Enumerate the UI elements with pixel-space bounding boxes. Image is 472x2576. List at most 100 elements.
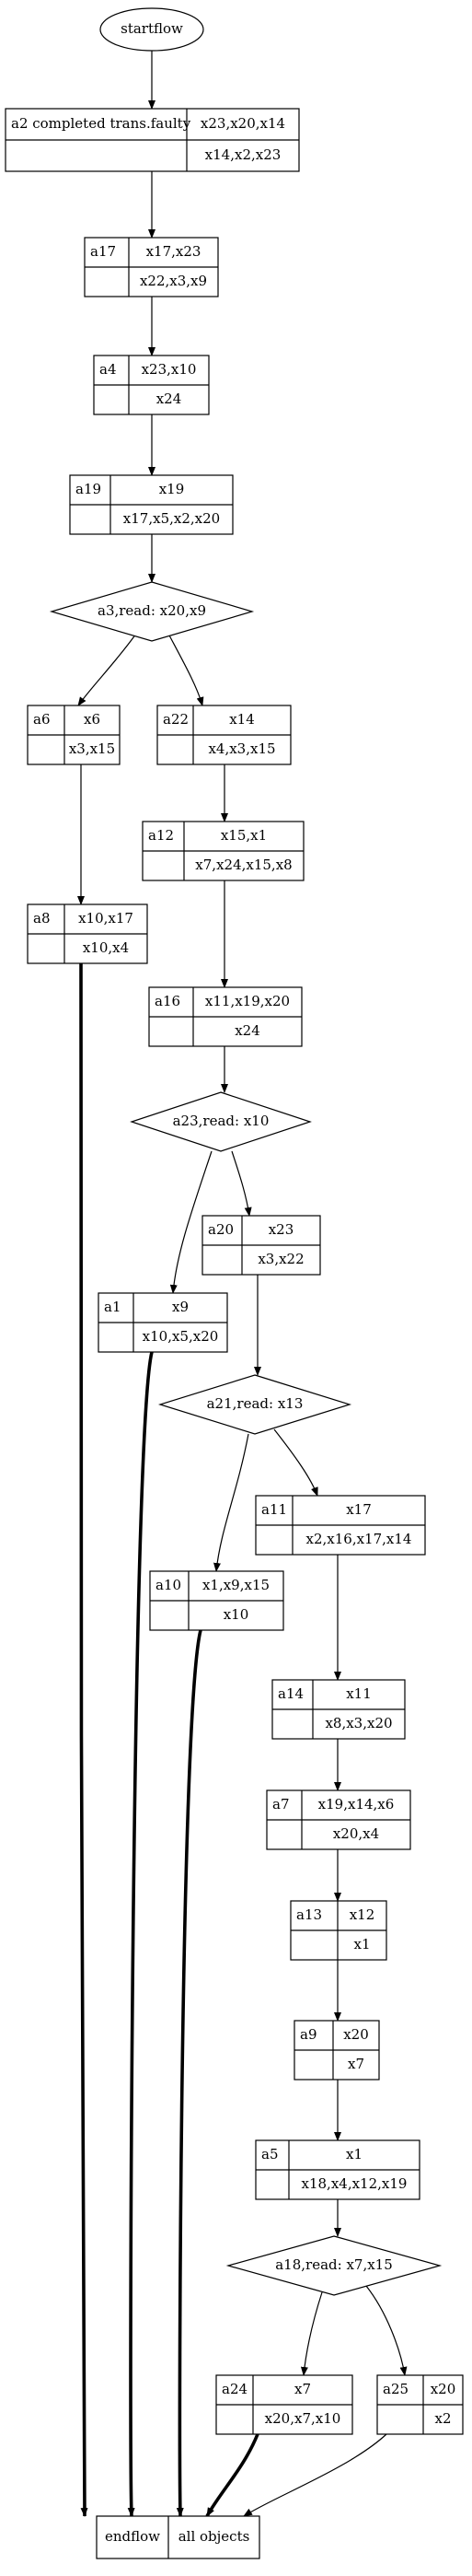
node-written-vars: x19 [159, 481, 185, 497]
decision-label: a18,read: x7,x15 [275, 2256, 393, 2273]
decision-diamond [157, 1374, 352, 1435]
node-read-vars: x20,x7,x10 [265, 2410, 341, 2427]
start-ellipse [99, 7, 204, 52]
node-read-vars: x24 [156, 390, 182, 407]
edge-d18-a24 [300, 2291, 323, 2376]
node-name: a22 [163, 711, 189, 728]
decision-d3: a3,read: x20,x9 [49, 581, 255, 642]
node-name: a13 [296, 1906, 322, 1923]
node-read-vars: x3,x22 [258, 1251, 304, 1267]
node-read-vars: x2 [434, 2410, 451, 2427]
node-written-vars: x12 [350, 1906, 375, 1923]
node-a5: a5 x1 x18,x4,x12,x19 [255, 2139, 420, 2200]
decision-label: a23,read: x10 [173, 1113, 270, 1129]
node-name: a5 [261, 2146, 279, 2162]
node-read-vars: x18,x4,x12,x19 [302, 2175, 408, 2192]
decision-diamond [49, 581, 255, 642]
node-name: a1 [104, 1299, 121, 1315]
node-a1: a1 x9 x10,x5,x20 [98, 1292, 228, 1353]
node-written-vars: x17,x23 [146, 243, 201, 260]
node-a7: a7 x19,x14,x6 x20,x4 [266, 1789, 411, 1850]
node-read-vars: x24 [235, 1022, 260, 1039]
start-node: startflow [99, 7, 204, 52]
node-a10: a10 x1,x9,x15 x10 [149, 1570, 284, 1631]
node-a24: a24 x7 x20,x7,x10 [215, 2374, 353, 2435]
node-written-vars: x1 [346, 2146, 363, 2162]
node-a19: a19 x19 x17,x5,x2,x20 [69, 474, 234, 535]
node-name: a12 [148, 827, 174, 844]
node-name: a8 [33, 910, 51, 927]
node-name: a20 [208, 1221, 234, 1238]
end-node: endflow all objects [96, 2515, 260, 2559]
edge-a10-end [176, 1629, 202, 2517]
node-read-vars: x8,x3,x20 [325, 1715, 392, 1731]
start-label: startflow [121, 20, 183, 37]
node-read-vars: x17,x5,x2,x20 [123, 510, 220, 527]
node-written-vars: x6 [84, 711, 100, 728]
node-a12: a12 x15,x1 x7,x24,x15,x8 [142, 821, 305, 881]
nodes-layer: startflow a2 completed trans.faulty x23,x2… [5, 7, 464, 2559]
node-read-vars: x7,x24,x15,x8 [195, 857, 292, 873]
edge-d18-a25 [365, 2285, 408, 2376]
node-name: a14 [278, 1685, 304, 1702]
edge-d21-a11 [273, 1428, 318, 1497]
node-name: a11 [261, 1501, 287, 1518]
node-a14: a14 x11 x8,x3,x20 [271, 1679, 406, 1740]
node-name: a19 [75, 481, 101, 497]
node-read-vars: x10,x4 [83, 939, 129, 956]
node-read-vars: x10,x5,x20 [143, 1328, 219, 1345]
edge-a8-end [79, 962, 88, 2517]
node-name: a10 [155, 1577, 181, 1593]
node-written-vars: x15,x1 [221, 827, 267, 844]
edge-d23-a20 [231, 1150, 252, 1217]
edge-d3-a6 [77, 633, 137, 706]
node-written-vars: x23,x20,x14 [201, 115, 285, 132]
node-written-vars: x9 [172, 1299, 189, 1315]
edge-a24-end [205, 2433, 259, 2517]
node-read-vars: x1 [353, 1936, 370, 1952]
node-written-vars: x11 [346, 1685, 372, 1702]
node-name: a16 [155, 993, 180, 1009]
decision-d18: a18,read: x7,x15 [225, 2235, 443, 2296]
decision-diamond [225, 2235, 443, 2296]
node-name: a2 completed trans.faulty [11, 115, 191, 132]
node-read-vars: x22,x3,x9 [140, 273, 207, 289]
node-read-vars: x10 [224, 1606, 249, 1623]
node-name: a7 [272, 1796, 290, 1813]
node-written-vars: x17 [346, 1501, 372, 1518]
end-label: endflow [105, 2528, 160, 2545]
node-a13: a13 x12 x1 [290, 1900, 387, 1961]
node-read-vars: x3,x15 [69, 740, 115, 757]
node-read-vars: x4,x3,x15 [208, 740, 275, 757]
decision-d23: a23,read: x10 [130, 1091, 312, 1152]
node-written-vars: x1,x9,x15 [202, 1577, 270, 1593]
decision-diamond [130, 1091, 312, 1152]
node-written-vars: x23 [269, 1221, 294, 1238]
node-name: a6 [33, 711, 51, 728]
node-name: a9 [300, 2026, 317, 2043]
edge-d21-a10 [213, 1433, 249, 1572]
end-objects-label: all objects [178, 2528, 250, 2545]
node-a22: a22 x14 x4,x3,x15 [156, 705, 292, 765]
node-written-vars: x14 [229, 711, 255, 728]
node-written-vars: x7 [294, 2381, 311, 2397]
edge-d3-a22 [167, 633, 204, 706]
node-written-vars: x19,x14,x6 [318, 1796, 395, 1813]
node-read-vars: x20,x4 [333, 1825, 379, 1842]
node-a20: a20 x23 x3,x22 [201, 1215, 321, 1276]
edge-a1-end [127, 1351, 154, 2517]
node-written-vars: x10,x17 [78, 910, 133, 927]
node-name: a24 [222, 2381, 248, 2397]
node-read-vars: x7 [348, 2056, 364, 2072]
node-name: a4 [99, 361, 117, 378]
edge-d23-a1 [169, 1150, 213, 1294]
decision-d21: a21,read: x13 [157, 1374, 352, 1435]
decision-label: a3,read: x20,x9 [98, 602, 206, 619]
